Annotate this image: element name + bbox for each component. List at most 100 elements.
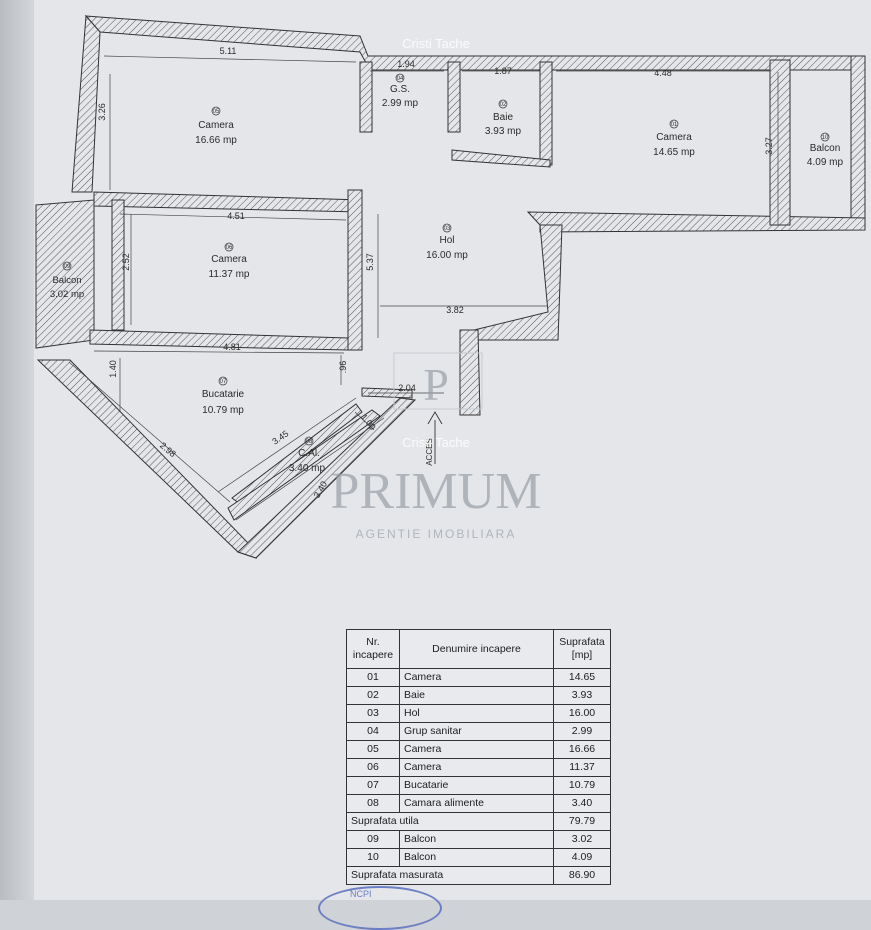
svg-text:2.99 mp: 2.99 mp — [382, 98, 419, 109]
row-nr: 04 — [346, 722, 400, 741]
svg-text:4.09 mp: 4.09 mp — [807, 157, 844, 168]
row-nr: 03 — [346, 704, 400, 723]
dimension-labels: 5.11 1.94 1.87 4.48 3.26 3.27 4.51 2.52 … — [97, 46, 774, 500]
svg-text:Hol: Hol — [439, 235, 454, 246]
row-area: 10.79 — [553, 776, 611, 795]
svg-text:Camera: Camera — [198, 120, 234, 131]
svg-text:10: 10 — [822, 135, 829, 141]
table-row: 05 Camera 16.66 — [346, 740, 611, 759]
svg-text:C.Al.: C.Al. — [298, 448, 320, 459]
table-header-row: Nr. incapere Denumire incapere Suprafata… — [346, 629, 611, 669]
row-name: Bucatarie — [399, 776, 554, 795]
svg-text:04: 04 — [397, 76, 404, 82]
row-nr: 02 — [346, 686, 400, 705]
header-area: Suprafata [mp] — [553, 629, 611, 669]
row-area: 3.93 — [553, 686, 611, 705]
svg-text:Cristi Tache: Cristi Tache — [402, 36, 470, 51]
table-row: 08 Camara alimente 3.40 — [346, 794, 611, 813]
room-06: 06 Camera 11.37 mp — [209, 242, 250, 280]
svg-text:3.02 mp: 3.02 mp — [50, 289, 84, 300]
svg-text:03: 03 — [444, 226, 451, 232]
room-10: 10 Balcon 4.09 mp — [807, 132, 844, 168]
table-row: 03 Hol 16.00 — [346, 704, 611, 723]
row-area: 14.65 — [553, 668, 611, 687]
svg-text:02: 02 — [500, 102, 507, 108]
table-row: 02 Baie 3.93 — [346, 686, 611, 705]
access-arrow: ACCES — [425, 411, 443, 466]
room-labels: 05 Camera 16.66 mp 04 G.S. 2.99 mp 02 Ba… — [50, 73, 844, 474]
row-name: Camera — [399, 758, 554, 777]
util-area-row: Suprafata utila 79.79 — [346, 812, 611, 831]
svg-text:P: P — [423, 359, 449, 410]
row-area: 11.37 — [553, 758, 611, 777]
svg-text:.96: .96 — [338, 361, 348, 374]
svg-text:Bucatarie: Bucatarie — [202, 389, 245, 400]
svg-text:14.65 mp: 14.65 mp — [653, 147, 695, 158]
row-nr: 05 — [346, 740, 400, 759]
table-row: 04 Grup sanitar 2.99 — [346, 722, 611, 741]
row-nr: 01 — [346, 668, 400, 687]
svg-text:06: 06 — [226, 245, 233, 251]
svg-text:08: 08 — [306, 439, 313, 445]
stamp-text: NCPI — [350, 889, 372, 899]
total-area-row: Suprafata masurata 86.90 — [346, 866, 611, 885]
agency-logo: P PRIMUM AGENTIE IMOBILIARA — [331, 352, 541, 541]
svg-text:4.48: 4.48 — [654, 68, 672, 78]
row-nr: 09 — [346, 830, 400, 849]
svg-text:3.27: 3.27 — [764, 137, 774, 155]
row-name: Grup sanitar — [399, 722, 554, 741]
total-area-label: Suprafata masurata — [346, 866, 554, 885]
room-07: 07 Bucatarie 10.79 mp — [202, 376, 245, 416]
room-01: 01 Camera 14.65 mp — [653, 119, 695, 158]
exterior-walls — [35, 14, 866, 559]
svg-text:Camera: Camera — [656, 132, 692, 143]
svg-text:05: 05 — [213, 109, 220, 115]
svg-text:Balcon: Balcon — [52, 275, 81, 286]
row-name: Hol — [399, 704, 554, 723]
svg-text:1.94: 1.94 — [397, 59, 415, 69]
interior-walls — [89, 61, 553, 521]
svg-text:01: 01 — [671, 122, 678, 128]
room-02: 02 Baie 3.93 mp — [485, 99, 522, 137]
header-name: Denumire incapere — [399, 629, 554, 669]
row-nr: 10 — [346, 848, 400, 867]
header-nr: Nr. incapere — [346, 629, 400, 669]
row-area: 16.66 — [553, 740, 611, 759]
table-row: 07 Bucatarie 10.79 — [346, 776, 611, 795]
svg-text:ACCES: ACCES — [425, 438, 434, 466]
row-area: 4.09 — [553, 848, 611, 867]
row-name: Camera — [399, 668, 554, 687]
table-row: 01 Camera 14.65 — [346, 668, 611, 687]
row-nr: 08 — [346, 794, 400, 813]
svg-text:Camera: Camera — [211, 254, 247, 265]
row-name: Balcon — [399, 830, 554, 849]
room-05: 05 Camera 16.66 mp — [195, 106, 237, 146]
util-area-label: Suprafata utila — [346, 812, 554, 831]
room-08: 08 C.Al. 3.40 mp — [289, 436, 326, 474]
svg-text:AGENTIE IMOBILIARA: AGENTIE IMOBILIARA — [356, 527, 517, 541]
svg-text:Cristi Tache: Cristi Tache — [402, 435, 470, 450]
row-area: 16.00 — [553, 704, 611, 723]
svg-text:Balcon: Balcon — [810, 143, 841, 154]
svg-text:11.37 mp: 11.37 mp — [209, 269, 250, 280]
row-name: Camera — [399, 740, 554, 759]
official-stamp — [318, 886, 442, 930]
util-area-value: 79.79 — [553, 812, 611, 831]
row-name: Balcon — [399, 848, 554, 867]
table-row: 06 Camera 11.37 — [346, 758, 611, 777]
svg-text:10.79 mp: 10.79 mp — [202, 405, 244, 416]
svg-text:G.S.: G.S. — [390, 84, 410, 95]
row-nr: 06 — [346, 758, 400, 777]
svg-text:Baie: Baie — [493, 112, 513, 123]
svg-text:16.66 mp: 16.66 mp — [195, 135, 237, 146]
svg-text:5.37: 5.37 — [365, 253, 375, 271]
author-watermark: Cristi Tache Cristi Tache — [402, 36, 470, 450]
row-area: 3.02 — [553, 830, 611, 849]
row-area: 2.99 — [553, 722, 611, 741]
svg-text:1.87: 1.87 — [494, 66, 512, 76]
svg-text:5.11: 5.11 — [220, 46, 237, 56]
svg-text:3.93 mp: 3.93 mp — [485, 126, 522, 137]
row-name: Baie — [399, 686, 554, 705]
svg-text:3.82: 3.82 — [446, 305, 464, 315]
area-table: Nr. incapere Denumire incapere Suprafata… — [346, 629, 611, 885]
